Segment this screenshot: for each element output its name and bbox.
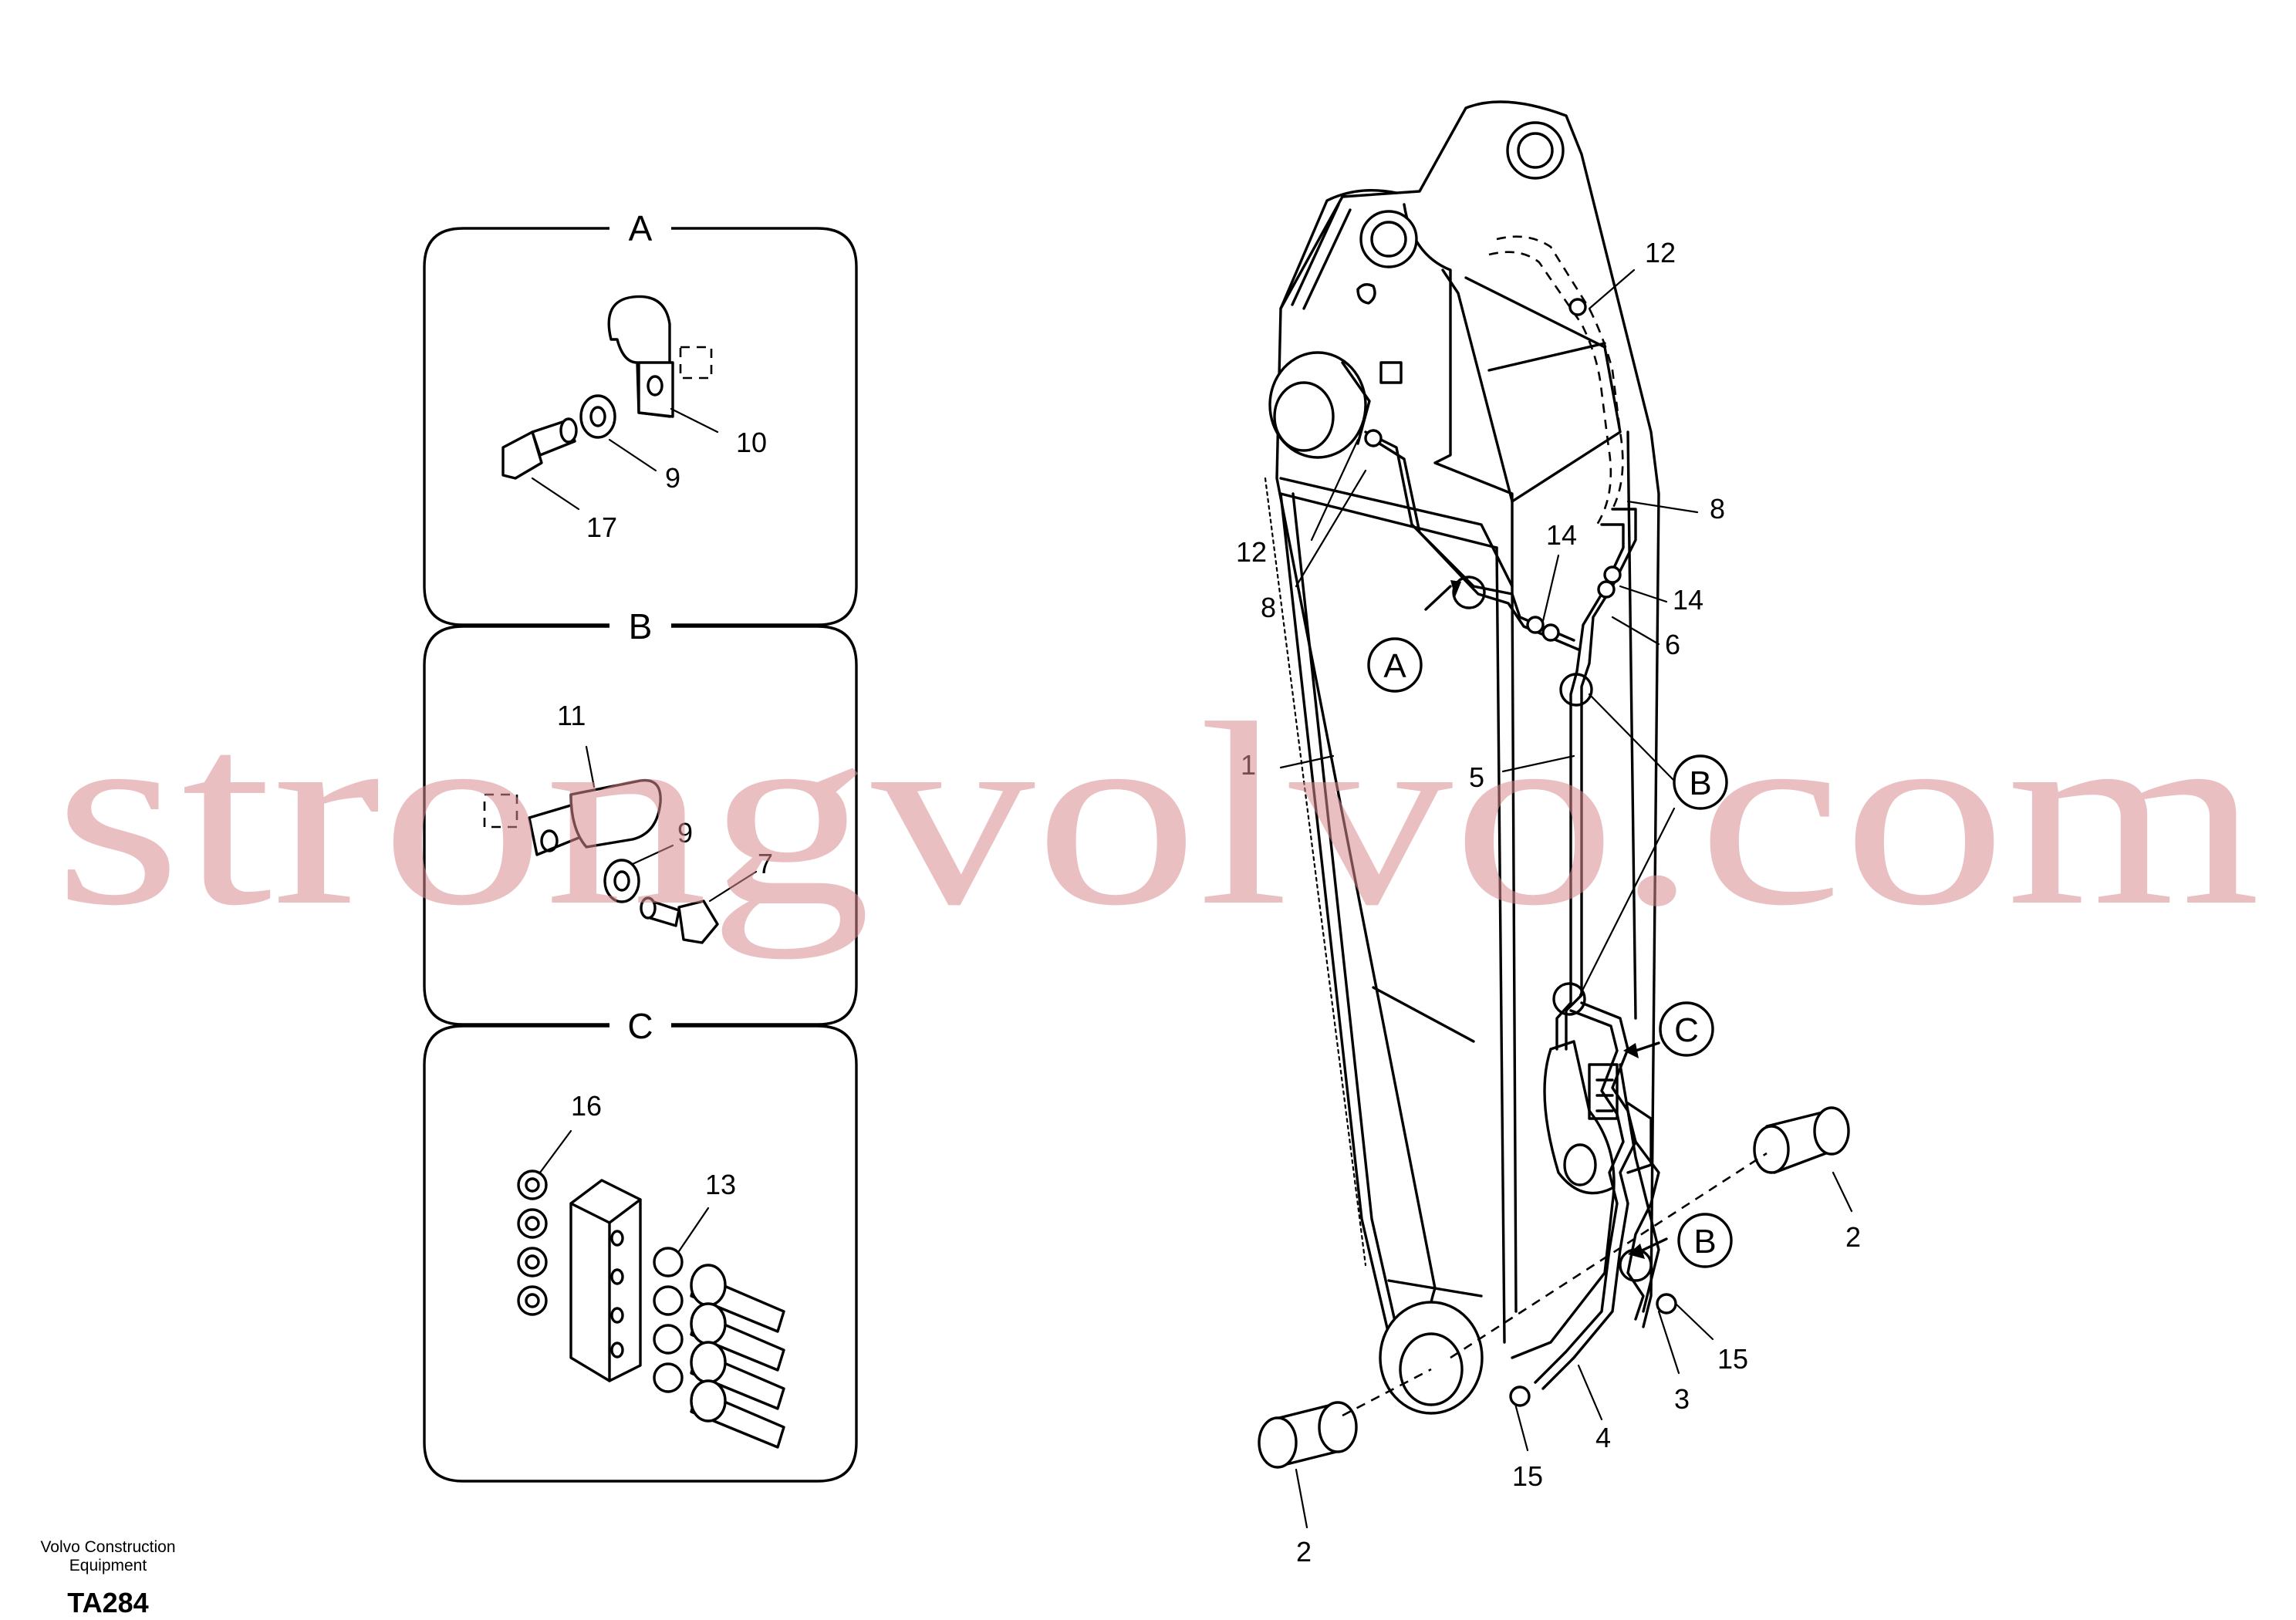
- label-12-top: 12: [1645, 237, 1676, 268]
- footer-brand: Volvo Construction Equipment TA284: [40, 1538, 175, 1618]
- hose-fittings-part-13: [653, 1247, 785, 1449]
- detail-panel-c: C 16 13: [423, 1006, 858, 1483]
- panel-c-header: C: [627, 1006, 653, 1046]
- label-16: 16: [571, 1090, 602, 1122]
- distribution-block: [569, 1179, 642, 1382]
- label-2-right: 2: [1845, 1221, 1861, 1253]
- bushing-part-2-right: [1753, 1106, 1850, 1174]
- label-8-left: 8: [1261, 592, 1276, 623]
- pivot-boss-bottom: [1379, 1301, 1484, 1415]
- panel-b-header: B: [629, 606, 653, 646]
- label-11: 11: [557, 700, 586, 731]
- svg-text:B: B: [1689, 764, 1711, 802]
- label-4: 4: [1595, 1422, 1611, 1453]
- label-8-right: 8: [1710, 493, 1725, 525]
- diagram-code: TA284: [67, 1587, 148, 1618]
- clamp-part-11: [483, 778, 662, 856]
- label-2-left: 2: [1296, 1536, 1312, 1568]
- label-14-right: 14: [1673, 584, 1703, 616]
- svg-text:C: C: [1674, 1011, 1699, 1049]
- svg-text:A: A: [1383, 647, 1406, 685]
- callout-b-upper: B: [1673, 754, 1728, 810]
- bolt-part-7: [640, 896, 719, 944]
- fittings-part-16: [517, 1169, 548, 1316]
- label-14-upper: 14: [1546, 519, 1577, 551]
- label-9-a: 9: [665, 462, 680, 494]
- label-7: 7: [758, 848, 773, 879]
- label-13: 13: [705, 1169, 736, 1200]
- hydraulic-lines: [1364, 235, 1677, 1407]
- label-15-right: 15: [1717, 1343, 1748, 1375]
- pivot-pin-upper: [1359, 210, 1418, 268]
- panel-a-header: A: [629, 208, 653, 248]
- watermark-text: strongvolvo.com: [54, 669, 2261, 960]
- callout-c: C: [1659, 1001, 1714, 1057]
- label-12-left: 12: [1236, 536, 1267, 568]
- detail-panel-a: A 10 9 17: [423, 208, 858, 626]
- label-5: 5: [1469, 761, 1484, 793]
- callout-b-lower: B: [1677, 1213, 1733, 1268]
- bushing-part-2-left: [1258, 1401, 1358, 1469]
- leader-lines: [1279, 268, 1853, 1529]
- detail-panel-b: B 11 9 7: [423, 606, 858, 1026]
- arm-assembly: [1264, 100, 1660, 1415]
- clamp-part-10: [607, 295, 713, 418]
- main-labels: 12 12 8 8 14 14 6 1 5 2 2 15 15 3 4: [1236, 237, 1861, 1568]
- label-9-b: 9: [677, 817, 693, 849]
- washer-part-9-b: [603, 859, 640, 903]
- pivot-pin-top: [1506, 121, 1565, 180]
- label-17: 17: [586, 511, 617, 543]
- label-15-bottom: 15: [1512, 1460, 1543, 1492]
- pivot-boss-left: [1268, 351, 1371, 459]
- label-6: 6: [1665, 629, 1680, 660]
- brand-line-1: Volvo Construction: [40, 1538, 175, 1556]
- label-3: 3: [1674, 1383, 1690, 1415]
- svg-text:B: B: [1693, 1223, 1716, 1261]
- washer-part-9-a: [579, 394, 616, 439]
- brand-line-2: Equipment: [69, 1557, 147, 1574]
- label-10: 10: [736, 427, 767, 458]
- callout-a: A: [1367, 637, 1423, 693]
- bolt-part-17: [501, 417, 578, 480]
- label-1: 1: [1241, 749, 1256, 781]
